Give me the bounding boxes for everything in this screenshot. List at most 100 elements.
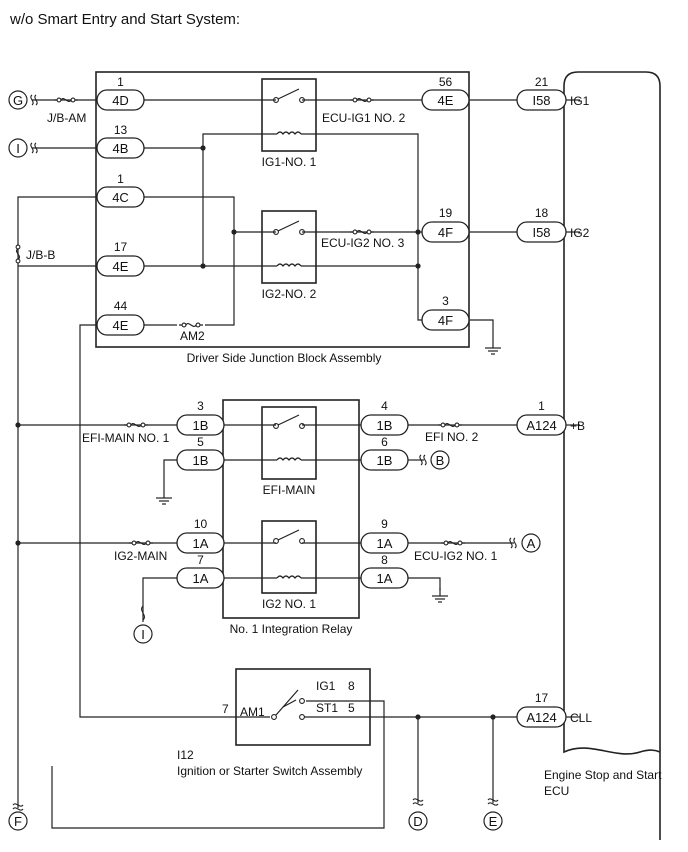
svg-text:B: B bbox=[436, 453, 445, 468]
connector-a124-17: A124 17 bbox=[516, 691, 567, 728]
fuse-label-efi-main-no1: EFI-MAIN NO. 1 bbox=[82, 431, 170, 445]
connector-1a-8: 1A8 bbox=[360, 553, 409, 589]
connector-1b-6: 1B6 bbox=[360, 435, 409, 471]
fuse-ecu-ig2-no3-icon bbox=[349, 229, 375, 235]
svg-text:5: 5 bbox=[197, 435, 204, 449]
svg-text:I: I bbox=[141, 627, 145, 642]
fuse-ecu-ig1-no2-icon bbox=[349, 97, 375, 103]
fuse-label-ecu-ig2-no3: ECU-IG2 NO. 3 bbox=[321, 236, 405, 250]
fuse-label-jb-am: J/B-AM bbox=[47, 111, 86, 125]
svg-text:10: 10 bbox=[194, 517, 208, 531]
ref-a-badge[interactable]: A bbox=[521, 533, 541, 553]
switch-name-label: Ignition or Starter Switch Assembly bbox=[177, 764, 362, 778]
fuse-jb-am-icon bbox=[53, 97, 79, 103]
switch-term-st1: ST1 bbox=[316, 701, 338, 715]
fuse-efi-main-no1-icon bbox=[123, 422, 149, 428]
signal-cll: CLL bbox=[570, 711, 592, 725]
svg-text:44: 44 bbox=[114, 299, 128, 313]
fuse-am2-icon bbox=[178, 322, 204, 328]
svg-text:4: 4 bbox=[381, 399, 388, 413]
ref-i-badge[interactable]: I bbox=[8, 138, 28, 158]
svg-text:1B: 1B bbox=[193, 453, 209, 468]
svg-text:I58: I58 bbox=[532, 225, 550, 240]
connector-1a-7: 1A7 bbox=[176, 553, 225, 589]
junction-block-label: Driver Side Junction Block Assembly bbox=[187, 351, 382, 365]
ref-b-badge[interactable]: B bbox=[430, 450, 450, 470]
fuse-label-ig2-main: IG2-MAIN bbox=[114, 549, 167, 563]
svg-text:I: I bbox=[16, 141, 20, 156]
svg-text:A: A bbox=[527, 536, 536, 551]
svg-text:18: 18 bbox=[535, 206, 549, 220]
ref-d-badge[interactable]: D bbox=[408, 811, 428, 831]
svg-text:G: G bbox=[13, 93, 23, 108]
relay-label-ig2-no2: IG2-NO. 2 bbox=[262, 287, 317, 301]
svg-text:1A: 1A bbox=[377, 571, 393, 586]
signal-plus-b: +B bbox=[570, 419, 585, 433]
ref-f-badge[interactable]: F bbox=[8, 811, 28, 831]
connector-4c: 4C1 bbox=[96, 172, 145, 208]
svg-text:4C: 4C bbox=[112, 190, 129, 205]
svg-text:3: 3 bbox=[442, 294, 449, 308]
svg-text:8: 8 bbox=[381, 553, 388, 567]
svg-text:3: 3 bbox=[197, 399, 204, 413]
fuse-label-ecu-ig2-no1: ECU-IG2 NO. 1 bbox=[414, 549, 498, 563]
fuse-label-jb-b: J/B-B bbox=[26, 248, 55, 262]
svg-text:1B: 1B bbox=[377, 418, 393, 433]
svg-text:4E: 4E bbox=[113, 318, 129, 333]
svg-text:E: E bbox=[489, 814, 498, 829]
svg-text:56: 56 bbox=[439, 75, 453, 89]
svg-text:4F: 4F bbox=[438, 313, 453, 328]
svg-text:21: 21 bbox=[535, 75, 549, 89]
svg-text:4E: 4E bbox=[438, 93, 454, 108]
svg-text:7: 7 bbox=[197, 553, 204, 567]
svg-text:1A: 1A bbox=[377, 536, 393, 551]
ref-e-badge[interactable]: E bbox=[483, 811, 503, 831]
svg-text:1A: 1A bbox=[193, 536, 209, 551]
switch-term-ig1: IG1 bbox=[316, 679, 336, 693]
fuse-label-am2: AM2 bbox=[180, 329, 205, 343]
fuse-label-efi-no2: EFI NO. 2 bbox=[425, 430, 479, 444]
svg-text:9: 9 bbox=[381, 517, 388, 531]
fuse-ig2-main-icon bbox=[128, 540, 154, 546]
ref-i-bottom-badge[interactable]: I bbox=[133, 624, 153, 644]
fuse-ecu-ig2-no1-icon bbox=[440, 540, 466, 546]
integration-relay-box bbox=[222, 399, 360, 619]
svg-text:17: 17 bbox=[114, 240, 128, 254]
ignition-switch-box bbox=[235, 668, 371, 746]
signal-ig1: IG1 bbox=[570, 94, 590, 108]
svg-text:6: 6 bbox=[381, 435, 388, 449]
switch-term-am1: AM1 bbox=[240, 705, 265, 719]
svg-text:I58: I58 bbox=[532, 93, 550, 108]
fuse-jb-b-icon bbox=[15, 244, 21, 264]
svg-text:A124: A124 bbox=[526, 710, 556, 725]
ecu-name-label-2: ECU bbox=[544, 784, 569, 798]
svg-text:4F: 4F bbox=[438, 225, 453, 240]
page-title: w/o Smart Entry and Start System: bbox=[9, 11, 240, 28]
switch-pin-st1: 5 bbox=[348, 701, 355, 715]
ground-icon bbox=[155, 489, 173, 505]
relay-label-ig1-no1: IG1-NO. 1 bbox=[262, 155, 317, 169]
ref-g-badge[interactable]: G bbox=[8, 90, 28, 110]
ground-icon bbox=[484, 339, 502, 355]
svg-text:D: D bbox=[413, 814, 422, 829]
ecu-name-label: Engine Stop and Start bbox=[544, 768, 662, 782]
connector-1a-9: 1A9 bbox=[360, 517, 409, 554]
svg-text:17: 17 bbox=[535, 691, 549, 705]
connector-1b-5: 1B5 bbox=[176, 435, 225, 471]
switch-pin-am1: 7 bbox=[222, 702, 229, 716]
connector-4d: 4D1 bbox=[96, 75, 145, 111]
svg-text:19: 19 bbox=[439, 206, 453, 220]
svg-text:4E: 4E bbox=[113, 259, 129, 274]
svg-text:13: 13 bbox=[114, 123, 128, 137]
svg-text:4D: 4D bbox=[112, 93, 129, 108]
connector-1b-3: 1B3 bbox=[176, 399, 225, 436]
integration-relay-label: No. 1 Integration Relay bbox=[230, 622, 353, 636]
